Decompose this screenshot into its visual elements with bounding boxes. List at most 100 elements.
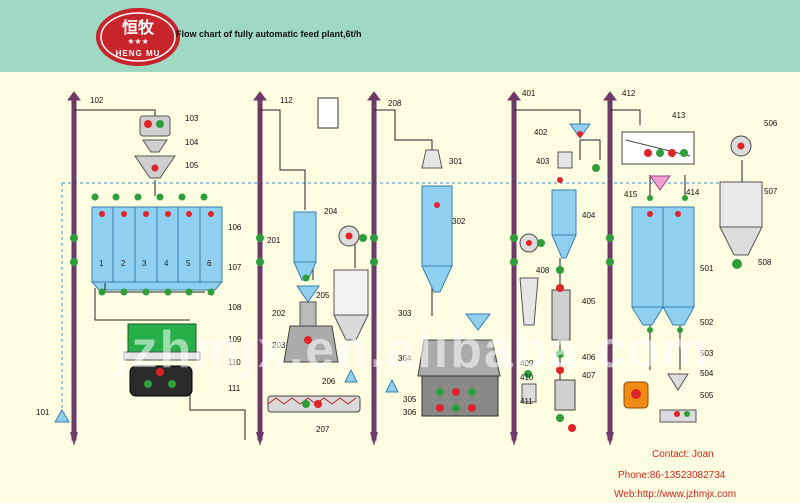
label-406: 406: [582, 353, 596, 362]
label-508: 508: [758, 258, 772, 267]
valve-green: [606, 258, 614, 266]
valve-green: [732, 259, 742, 269]
header-banner: 恒牧 ★★★ HENG MU Flow chart of fully autom…: [0, 0, 800, 72]
filter-cone: [333, 314, 369, 341]
contact-name: Contact: Joan: [652, 449, 714, 460]
screw-icon: [267, 397, 357, 405]
valve-green: [142, 288, 150, 296]
bin-number: 6: [207, 259, 212, 268]
valve-red: [143, 211, 149, 217]
label-109: 109: [228, 335, 242, 344]
valve-red: [434, 202, 440, 208]
valve-red: [436, 404, 444, 412]
valve-red: [577, 131, 583, 137]
airlock-icon: [344, 368, 358, 383]
valve-green: [370, 258, 378, 266]
label-410: 410: [520, 373, 534, 382]
label-101: 101: [36, 408, 50, 417]
valve-red: [556, 284, 564, 292]
callout-labels: 101 102 103 104 105 106 107 108 109 110 …: [36, 89, 778, 434]
label-407: 407: [582, 371, 596, 380]
valve-green: [677, 327, 683, 333]
valve-green: [370, 234, 378, 242]
label-403: 403: [536, 157, 550, 166]
logo-stars: ★★★: [127, 37, 149, 46]
valve-green: [468, 388, 476, 396]
valve-red: [151, 164, 159, 172]
valve-green: [256, 234, 264, 242]
grinding-section: [267, 97, 369, 413]
label-106: 106: [228, 223, 242, 232]
bin-cone-right: [662, 306, 695, 326]
bin-hopper-bottom: [90, 281, 224, 291]
valve-green: [510, 258, 518, 266]
label-204: 204: [324, 207, 338, 216]
pulse-filter-507: [719, 181, 763, 228]
magnet-403: [557, 151, 573, 169]
valve-red: [208, 211, 214, 217]
valve-green: [359, 234, 367, 242]
intake-pit-icon: [54, 409, 70, 423]
valve-red: [526, 240, 532, 246]
valve-green: [178, 193, 186, 201]
down-arrow-icon: [606, 432, 614, 446]
valve-red: [644, 149, 652, 157]
valve-green: [524, 370, 532, 378]
label-501: 501: [700, 264, 714, 273]
valve-green: [200, 193, 208, 201]
bin-302: [421, 185, 453, 267]
contact-web: Web:http://www.jzhmjx.com: [614, 489, 737, 500]
valve-red: [556, 366, 564, 374]
label-304: 304: [398, 354, 412, 363]
logo-oval: [96, 8, 180, 66]
valve-red: [314, 400, 322, 408]
valves: [70, 120, 745, 432]
valve-red: [468, 404, 476, 412]
valve-green: [606, 234, 614, 242]
label-112: 112: [280, 96, 293, 105]
label-302: 302: [452, 217, 466, 226]
additive-hopper: [465, 313, 491, 331]
valve-green: [302, 400, 310, 408]
label-301: 301: [449, 157, 463, 166]
bin-cone-left: [631, 306, 664, 326]
crumbler-407: [554, 379, 576, 411]
valve-green: [91, 193, 99, 201]
down-arrow-icon: [70, 432, 78, 446]
page-title: Flow chart of fully automatic feed plant…: [176, 29, 362, 39]
valve-red: [165, 211, 171, 217]
label-402: 402: [534, 128, 548, 137]
label-415: 415: [624, 190, 638, 199]
bin-number: 4: [164, 259, 169, 268]
distributor-415: [649, 175, 671, 191]
valve-red: [737, 142, 745, 150]
label-306: 306: [403, 408, 417, 417]
label-206: 206: [322, 377, 336, 386]
pelleting-section: [519, 123, 591, 411]
label-102: 102: [90, 96, 104, 105]
bin-number: 2: [121, 259, 126, 268]
scale-base: [123, 351, 201, 361]
label-303: 303: [398, 309, 412, 318]
label-507: 507: [764, 187, 778, 196]
label-203: 203: [272, 341, 286, 350]
valve-red: [99, 211, 105, 217]
valve-green: [207, 288, 215, 296]
valve-green: [98, 288, 106, 296]
valve-red: [304, 336, 312, 344]
watermark: jzhmjx.en.alibaba.com: [115, 321, 709, 379]
pulse-filter-206: [333, 269, 369, 316]
logo-chinese-text: 恒牧: [121, 18, 154, 37]
valve-green: [144, 380, 152, 388]
valve-green: [556, 414, 564, 422]
label-414: 414: [686, 188, 700, 197]
logo-english-text: HENG MU: [115, 49, 161, 58]
mixing-section: [385, 149, 501, 417]
hammer-mill-203: [283, 325, 339, 363]
packing-hopper: [667, 373, 689, 391]
valve-green: [556, 350, 564, 358]
blank-box: [317, 97, 339, 129]
valve-green: [70, 258, 78, 266]
